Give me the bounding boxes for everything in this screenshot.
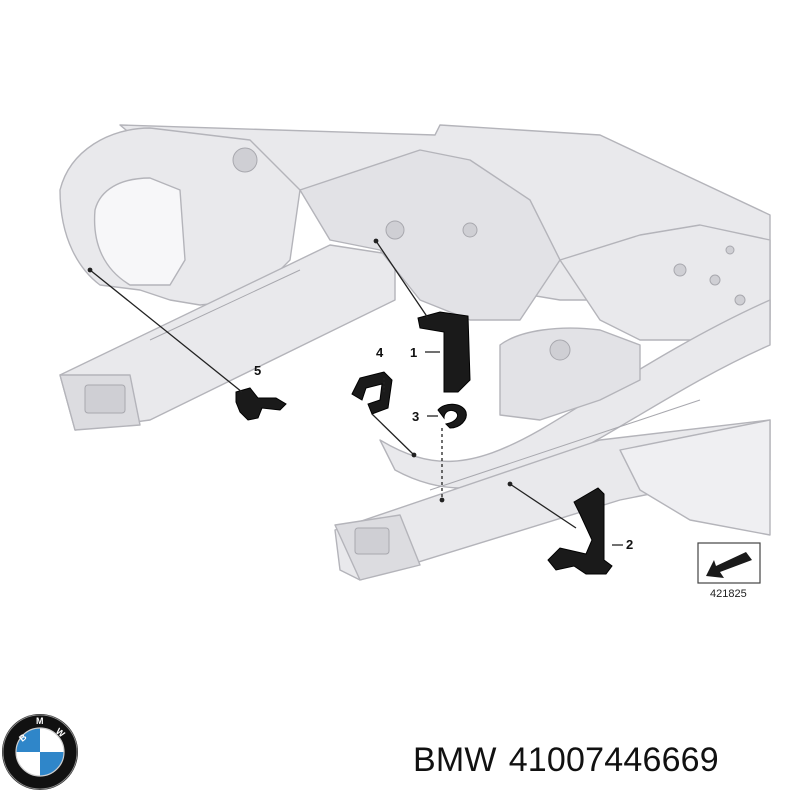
callout-1: 1	[410, 345, 417, 360]
bracket-part-1	[417, 311, 471, 393]
leader-dots	[87, 238, 513, 503]
leader-lines	[89, 240, 577, 529]
leader-line-4	[371, 413, 415, 456]
reference-number: 421825	[710, 588, 747, 600]
callout-3: 3	[412, 409, 419, 424]
reference-icon-box	[697, 542, 761, 584]
frame-details	[84, 147, 746, 555]
part-caption: BMW 41007446669	[413, 741, 719, 780]
leader-line-5	[89, 269, 243, 393]
leader-line-1	[375, 240, 429, 319]
bracket-part-5	[235, 387, 287, 421]
brand-name: BMW	[413, 741, 497, 779]
leader-line-2	[509, 483, 577, 529]
callout-5: 5	[254, 363, 261, 378]
callout-ticks	[425, 351, 623, 546]
bmw-logo: B M W	[2, 714, 78, 790]
callout-4: 4	[376, 345, 384, 360]
callout-2: 2	[626, 537, 633, 552]
bracket-part-4	[351, 371, 393, 415]
bracket-part-3	[437, 403, 467, 429]
car-frame-illustration	[59, 124, 771, 581]
bracket-part-2	[547, 487, 613, 575]
bracket-parts	[235, 311, 613, 575]
svg-text:B: B	[17, 731, 29, 743]
svg-text:M: M	[36, 716, 44, 726]
direction-arrow-icon	[706, 552, 752, 578]
part-number: 41007446669	[508, 741, 719, 779]
